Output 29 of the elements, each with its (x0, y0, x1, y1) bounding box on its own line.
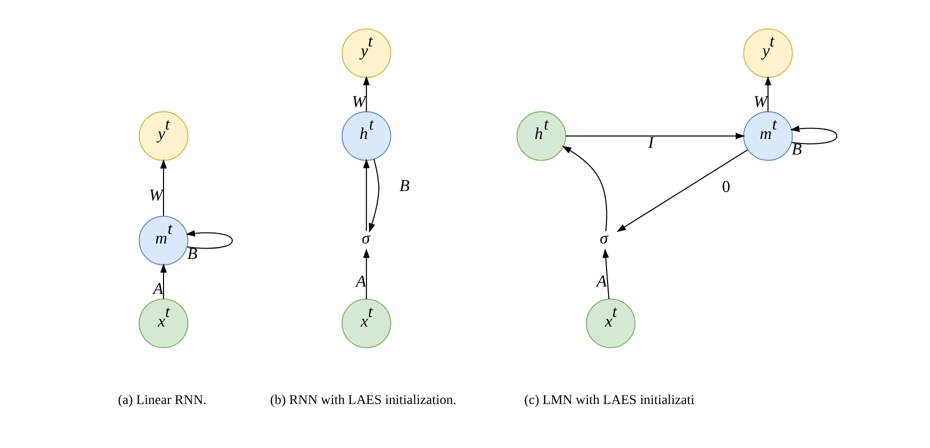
edge-label: W (754, 92, 768, 111)
arrow (363, 158, 370, 232)
edge-label: A (356, 272, 366, 291)
edge-label: A (153, 279, 164, 298)
edge-label: B (400, 176, 410, 196)
edge-label: W (352, 92, 366, 111)
edge-label: 0 (722, 177, 730, 196)
edge-label: I (648, 133, 654, 152)
label: (b) RNN with LAES initialization. (270, 392, 456, 408)
arrow (562, 146, 608, 232)
arrow (160, 263, 167, 299)
label: (c) LMN with LAES initializati (524, 392, 694, 408)
arrow (363, 76, 370, 112)
arrow (368, 159, 380, 233)
arrow (160, 159, 167, 216)
arrow (363, 248, 370, 299)
arrow (186, 230, 233, 249)
edge-label: W (149, 186, 163, 205)
node-text: σ (600, 228, 608, 248)
arrow (566, 132, 746, 140)
arrow (790, 126, 838, 144)
node-text: σ (362, 228, 370, 248)
edge-label: A (596, 272, 607, 291)
label: (a) Linear RNN. (118, 392, 206, 408)
edge-label: B (792, 140, 802, 159)
edge-label: B (187, 244, 198, 264)
arrow (602, 248, 610, 300)
arrow (764, 76, 772, 112)
arrow (616, 149, 748, 232)
